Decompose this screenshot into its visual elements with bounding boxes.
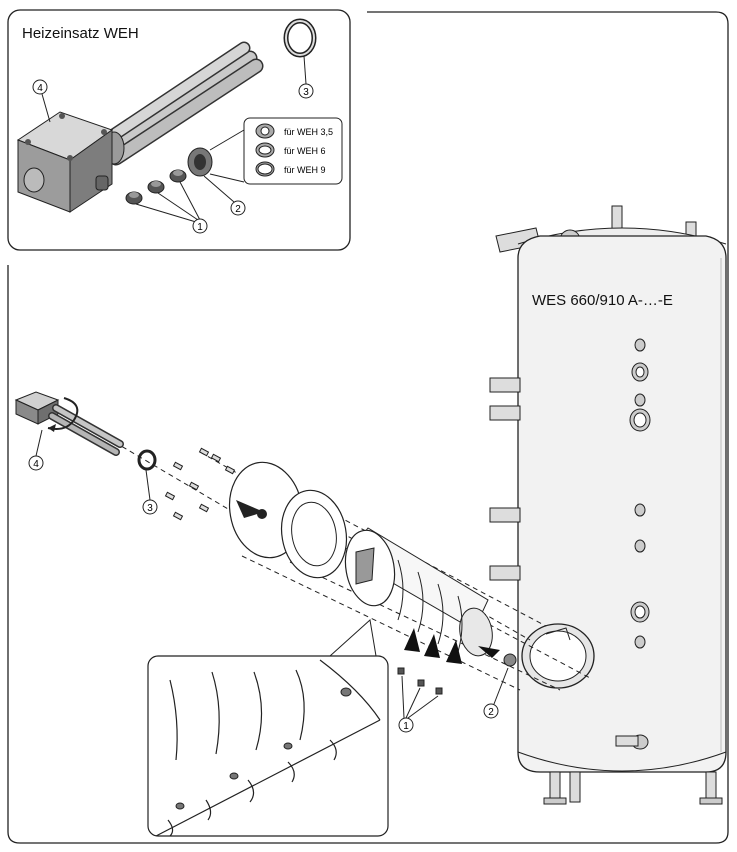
svg-text:1: 1: [197, 222, 203, 233]
svg-text:4: 4: [33, 459, 39, 470]
tank-nozzles: [629, 338, 651, 649]
svg-text:2: 2: [488, 707, 494, 718]
detail-zoom-panel: [147, 619, 389, 837]
svg-text:für WEH 9: für WEH 9: [284, 165, 326, 175]
inset-title: Heizeinsatz WEH: [22, 25, 139, 42]
insertion-arrows: [404, 628, 500, 664]
inset-panel: Heizeinsatz WEH 3: [7, 9, 351, 251]
main-heater-element: [14, 391, 124, 456]
svg-text:1: 1: [403, 721, 409, 732]
inset-seal: [187, 147, 213, 177]
seal-option-2: für WEH 6: [255, 142, 326, 158]
svg-text:für WEH 3,5: für WEH 3,5: [284, 127, 333, 137]
storage-tank: WES 660/910 A-…-E: [489, 205, 727, 805]
svg-text:3: 3: [147, 503, 153, 514]
svg-text:4: 4: [37, 83, 43, 94]
flange-gasket: [280, 489, 348, 579]
seal-options-box: für WEH 3,5 für WEH 6 für WEH 9: [243, 117, 343, 185]
seal-option-3: für WEH 9: [255, 161, 326, 177]
knob-icon: [23, 167, 45, 193]
tank-model-label: WES 660/910 A-…-E: [532, 292, 673, 309]
rotate-arrow-icon: [47, 397, 79, 430]
main-plugs: [397, 667, 443, 695]
flange-screws: [164, 447, 236, 521]
callout-inset-seal: [230, 200, 246, 216]
main-seal: [503, 653, 517, 667]
svg-text:3: 3: [303, 87, 309, 98]
callout-inset-ring: [298, 83, 314, 99]
svg-text:2: 2: [235, 204, 241, 215]
callout-main-plugs: [398, 717, 414, 733]
callout-inset-plugs: [192, 218, 208, 234]
inset-heater-housing: [16, 111, 114, 213]
main-o-ring: [137, 449, 157, 471]
callout-main-heater: [28, 455, 44, 471]
protective-sleeve: [344, 527, 493, 657]
tank-flange-opening: [521, 623, 595, 689]
seal-option-1: für WEH 3,5: [255, 123, 333, 139]
inset-plugs: [125, 169, 187, 205]
callout-inset-heater: [32, 79, 48, 95]
outer-frame: [7, 11, 729, 844]
callout-main-ring: [142, 499, 158, 515]
callout-main-seal: [483, 703, 499, 719]
svg-text:für WEH 6: für WEH 6: [284, 146, 326, 156]
